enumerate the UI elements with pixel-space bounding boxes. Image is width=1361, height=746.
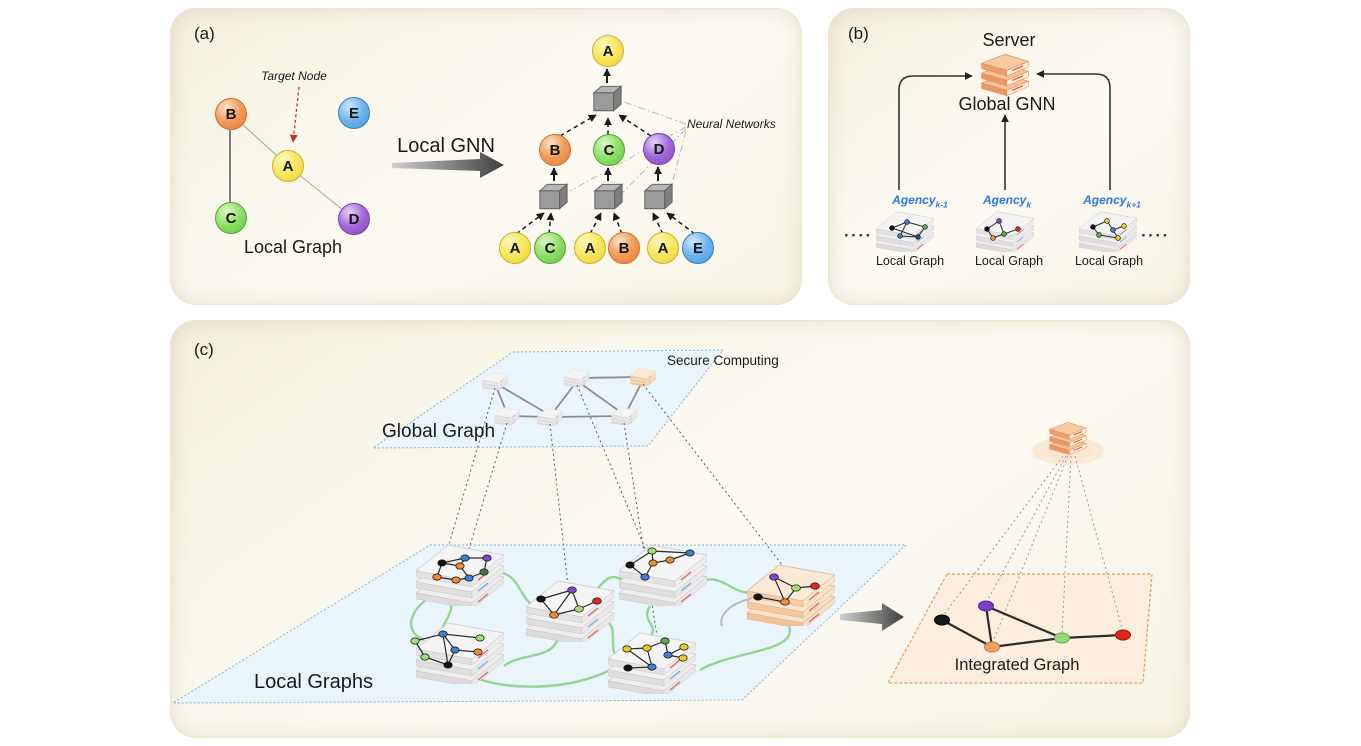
graph-node-d-label: D: [348, 210, 360, 228]
local-graph-caption: Local Graph: [243, 237, 343, 257]
panel-a-label: (a): [194, 24, 215, 43]
agency2-mini-graph: [984, 218, 1021, 241]
agency2-label: Agencyk: [957, 193, 1057, 209]
secure-computing-label: Secure Computing: [667, 353, 779, 368]
server-to-node-fan-lines: [941, 455, 1124, 645]
tree-mid-node-d: D: [643, 133, 675, 165]
panel-a: (a) Target Node Local Graph Local GNN Ne…: [170, 8, 802, 305]
tree-leaf-6: E: [682, 232, 714, 264]
tree-leaf-4-label: B: [618, 239, 630, 257]
ellipsis-left: ····: [844, 226, 873, 245]
tree-mid-b-label: B: [549, 141, 561, 159]
global-gnn-label: Global GNN: [958, 94, 1056, 114]
tree-leaf-3-label: A: [584, 239, 596, 257]
integration-arrow: [840, 603, 904, 631]
agency3-label: Agencyk+1: [1062, 193, 1162, 209]
agency3-name: Agency: [1083, 193, 1127, 207]
tree-solid-arrows: [550, 68, 662, 181]
tree-mid-node-b: B: [539, 134, 571, 166]
tree-leaf-6-label: E: [692, 239, 703, 257]
graph-node-e: E: [338, 97, 370, 129]
stack3-mini-graph: [536, 586, 602, 619]
graph-node-e-label: E: [348, 104, 359, 122]
tree-mid-c-label: C: [603, 141, 615, 159]
agency2-name: Agency: [982, 193, 1027, 207]
tree-leaf-1: A: [499, 232, 531, 264]
local-gnn-arrow-label: Local GNN: [397, 135, 495, 157]
gray-link-curve: [720, 597, 756, 627]
agency1-label: Agencyk-1: [870, 193, 970, 209]
graph-node-b: B: [215, 98, 247, 130]
integrated-server-icon: [1049, 422, 1087, 455]
graph-node-c: C: [215, 202, 247, 234]
agency2-local-graph-caption: Local Graph: [974, 254, 1044, 268]
agency3-subscript: k+1: [1126, 199, 1141, 210]
graph-node-a-label: A: [282, 157, 294, 175]
tree-mid-node-c: C: [593, 134, 625, 166]
panel-c: (c) Secure Computing Global Graph Local …: [170, 320, 1190, 738]
panel-c-label: (c): [194, 340, 214, 359]
stack4-mini-graph: [625, 547, 695, 581]
local-gnn-arrow: [392, 152, 504, 178]
integrated-graph-nodes: [934, 600, 1131, 653]
neural-networks-label: Neural Networks: [687, 117, 776, 131]
tree-mid-d-label: D: [653, 140, 665, 158]
integrated-graph-label: Integrated Graph: [954, 656, 1080, 674]
stack-orange-mini-graph: [753, 573, 820, 606]
agency2-subscript: k: [1026, 199, 1032, 210]
stack2-mini-graph: [410, 630, 485, 669]
graph-node-b-label: B: [225, 105, 237, 123]
tree-leaf-1-label: A: [509, 239, 521, 257]
graph-node-c-label: C: [225, 209, 237, 227]
agency1-subscript: k-1: [935, 199, 948, 210]
stack1-mini-graph: [432, 554, 492, 584]
global-graph-label: Global Graph: [382, 421, 496, 442]
tree-leaf-4: B: [608, 232, 640, 264]
local-graphs-label: Local Graphs: [254, 671, 373, 693]
agency1-mini-graph: [889, 219, 928, 240]
panel-b-label: (b): [848, 24, 869, 43]
agency3-local-graph-icon: [1079, 211, 1137, 252]
integrated-graph-edges: [941, 604, 1124, 649]
tree-leaf-2-label: C: [544, 239, 556, 257]
tree-dashed-arrows: [515, 114, 696, 235]
graph-node-a-target: A: [272, 150, 304, 182]
ellipsis-right: ····: [1141, 226, 1170, 245]
agency3-local-graph-caption: Local Graph: [1074, 254, 1144, 268]
tree-leaf-5: A: [647, 232, 679, 264]
panel-b-graphics: [876, 54, 1137, 252]
tree-leaf-5-label: A: [657, 239, 669, 257]
tree-root-label: A: [602, 42, 614, 60]
global-gnn-server-icon: [980, 54, 1030, 96]
agency1-local-graph-caption: Local Graph: [875, 254, 945, 268]
stack5-mini-graph: [622, 637, 689, 672]
tree-leaf-2: C: [534, 232, 566, 264]
upload-arrows: [898, 70, 1111, 190]
panel-b: (b) Server Global GNN Agencyk-1 Agencyk …: [828, 8, 1190, 305]
tree-leaf-3: A: [574, 232, 606, 264]
target-node-arrow: [289, 86, 300, 143]
panel-c-graphics: [171, 349, 1153, 704]
global-to-local-mapping-lines: [444, 383, 783, 637]
server-label: Server: [982, 30, 1036, 50]
graph-node-d: D: [338, 203, 370, 235]
agency3-mini-graph: [1090, 218, 1127, 241]
target-node-label: Target Node: [261, 69, 327, 83]
agency1-name: Agency: [892, 193, 936, 207]
tree-root-node: A: [592, 35, 624, 67]
